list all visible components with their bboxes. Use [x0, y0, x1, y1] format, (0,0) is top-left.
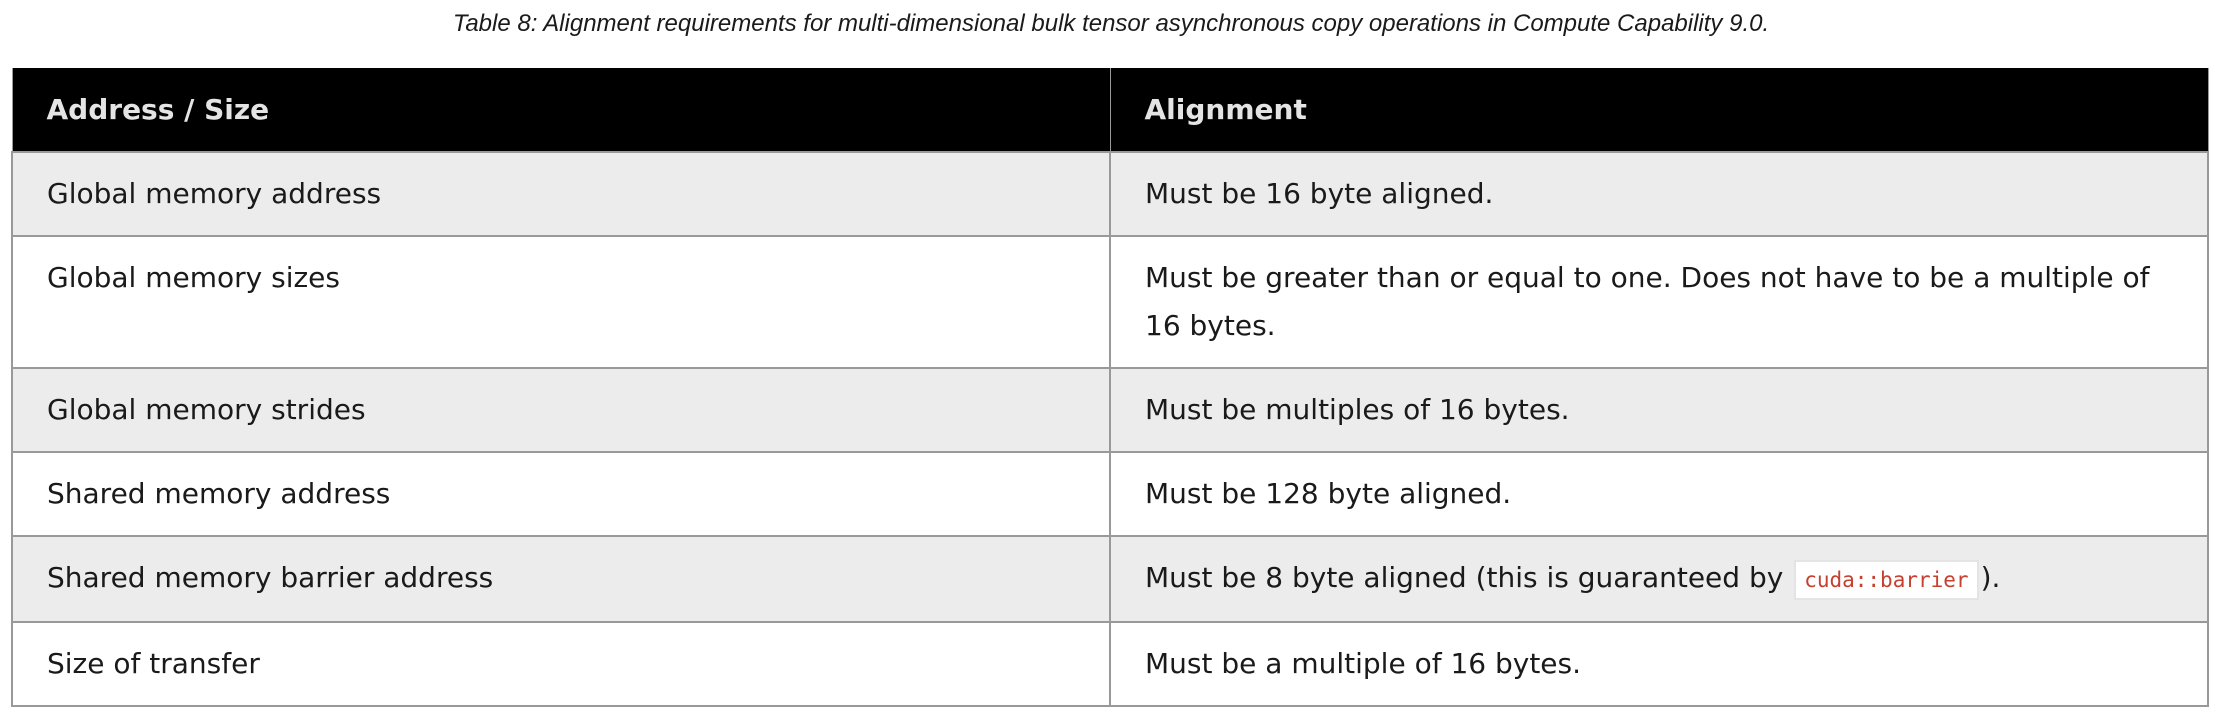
table-caption: Table 8: Alignment requirements for mult… [452, 10, 1770, 37]
cell-alignment: Must be 128 byte aligned. [1109, 451, 2209, 537]
cell-item: Global memory address [11, 151, 1111, 237]
cell-item: Global memory strides [11, 367, 1111, 453]
column-header-address-size: Address / Size [11, 68, 1111, 152]
cell-alignment: Must be multiples of 16 bytes. [1109, 367, 2209, 453]
alignment-table: Address / Size Alignment Global memory a… [11, 68, 2209, 707]
cell-alignment: Must be 8 byte aligned (this is guarante… [1109, 535, 2209, 623]
alignment-text: Must be 8 byte aligned (this is guarante… [1145, 561, 1793, 594]
table-row: Shared memory address Must be 128 byte a… [11, 451, 2209, 537]
cell-alignment: Must be 16 byte aligned. [1109, 151, 2209, 237]
table-row: Shared memory barrier address Must be 8 … [11, 535, 2209, 623]
cell-item: Shared memory barrier address [11, 535, 1111, 623]
alignment-suffix: ). [1980, 561, 2001, 594]
column-header-alignment: Alignment [1109, 68, 2209, 152]
table-row: Size of transfer Must be a multiple of 1… [11, 621, 2209, 707]
cell-item: Shared memory address [11, 451, 1111, 537]
table-row: Global memory sizes Must be greater than… [11, 235, 2209, 369]
cell-alignment: Must be a multiple of 16 bytes. [1109, 621, 2209, 707]
cell-alignment: Must be greater than or equal to one. Do… [1109, 235, 2209, 369]
cell-item: Size of transfer [11, 621, 1111, 707]
table-header-row: Address / Size Alignment [11, 68, 2209, 152]
inline-code: cuda::barrier [1794, 560, 1979, 600]
table-row: Global memory strides Must be multiples … [11, 367, 2209, 453]
table-row: Global memory address Must be 16 byte al… [11, 151, 2209, 237]
cell-item: Global memory sizes [11, 235, 1111, 369]
